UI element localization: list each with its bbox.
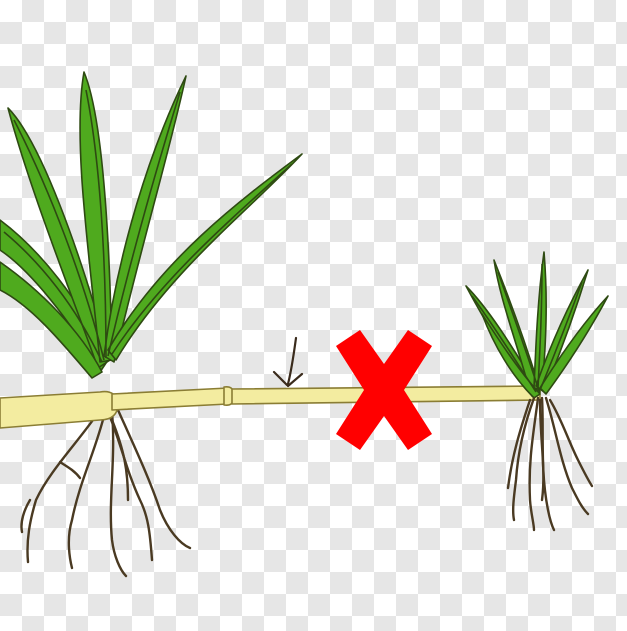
parent-roots: [21, 410, 190, 576]
cut-point-arrow-icon: [274, 338, 302, 386]
stolon-base: [0, 392, 118, 428]
stolon-icon: [0, 386, 540, 428]
parent-leaves: [0, 72, 302, 378]
daughter-roots: [508, 398, 592, 530]
stolon-segment-1: [112, 388, 228, 410]
parent-plant-icon: [0, 72, 302, 378]
daughter-leaves: [466, 252, 608, 398]
